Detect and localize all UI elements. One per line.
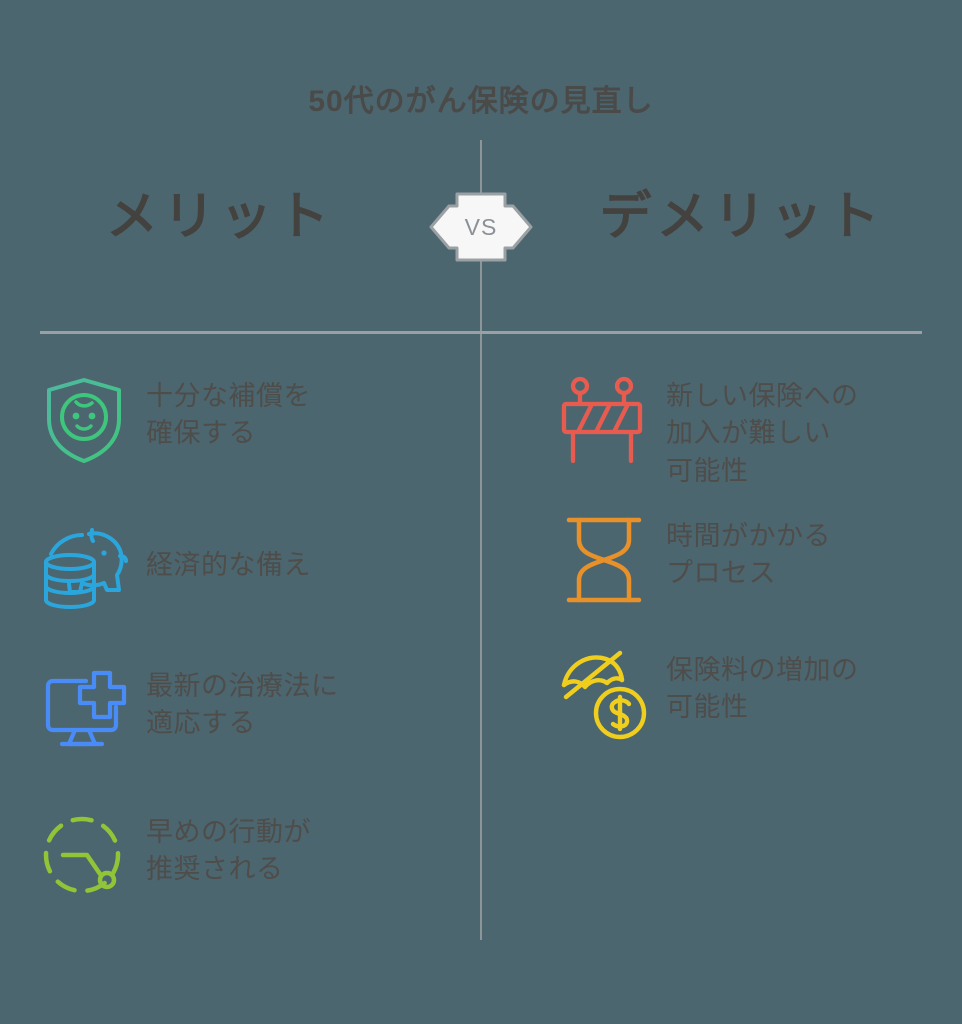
vs-badge: VS [427, 186, 535, 268]
list-item-label: 十分な補償を 確保する [146, 381, 311, 449]
list-item: 新しい保険への 加入が難しい 可能性 [556, 372, 956, 490]
shield-face-icon [36, 372, 132, 468]
road-barrier-icon [556, 372, 652, 468]
list-item-label: 経済的な備え [146, 550, 311, 581]
demerit-column: 新しい保険への 加入が難しい 可能性 時間がかかる プロセス [556, 372, 956, 770]
list-item: 時間がかかる プロセス [556, 512, 956, 608]
list-item: 十分な補償を 確保する [36, 372, 446, 468]
column-heading-demerit: デメリット [599, 188, 885, 246]
horizontal-divider [40, 331, 922, 334]
vertical-divider [480, 140, 482, 940]
column-heading-merit: メリット [105, 188, 334, 246]
piggy-bank-coins-icon [36, 518, 132, 614]
hourglass-icon [556, 512, 652, 608]
merit-column: 十分な補償を 確保する [36, 372, 446, 932]
list-item-label: 新しい保険への 加入が難しい 可能性 [666, 381, 859, 486]
dashed-clock-icon [36, 808, 132, 904]
list-item-label: 時間がかかる プロセス [666, 520, 831, 588]
list-item-label: 最新の治療法に 適応する [146, 671, 339, 739]
list-item: 早めの行動が 推奨される [36, 808, 446, 904]
list-item-label: 早めの行動が 推奨される [146, 817, 311, 885]
vs-badge-label: VS [464, 213, 498, 240]
page-title: 50代のがん保険の見直し [308, 85, 654, 118]
list-item: 保険料の増加の 可能性 [556, 646, 956, 742]
umbrella-slash-coin-icon [556, 646, 652, 742]
list-item-label: 保険料の増加の 可能性 [666, 654, 859, 722]
list-item: 最新の治療法に 適応する [36, 662, 446, 758]
monitor-medical-cross-icon [36, 662, 132, 758]
list-item: 経済的な備え [36, 518, 446, 614]
